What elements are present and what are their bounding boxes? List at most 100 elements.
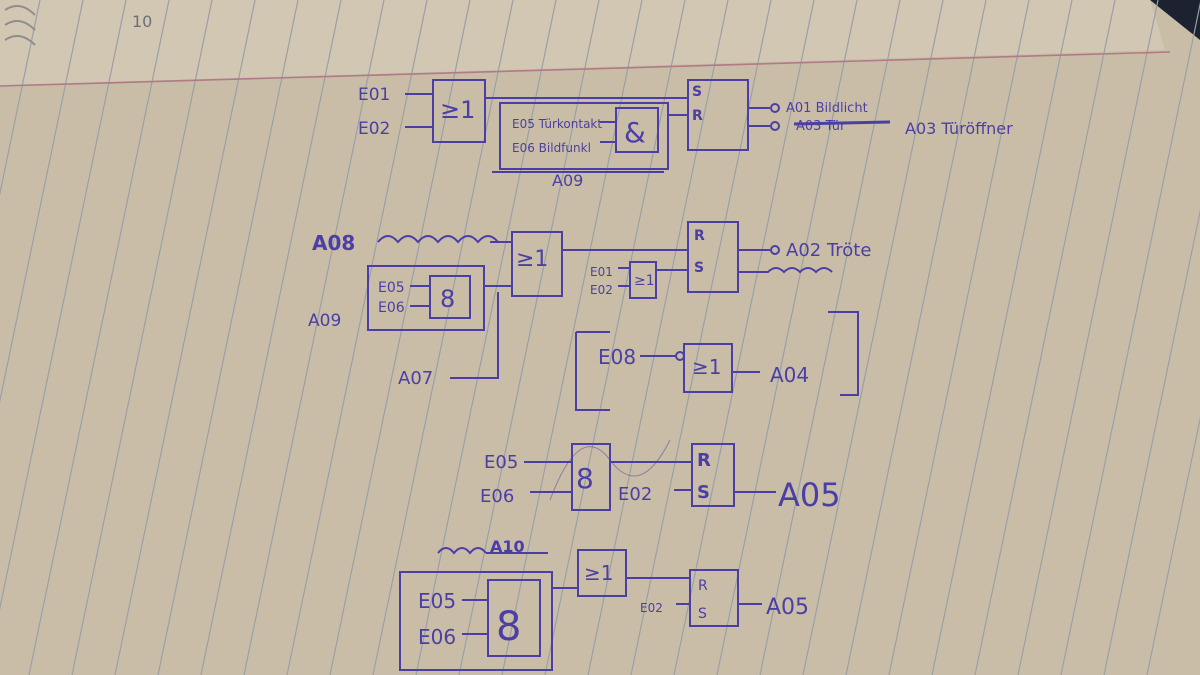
paper-top-strip bbox=[0, 0, 1165, 85]
ruled-line bbox=[0, 0, 127, 611]
row1-and-gate-box bbox=[615, 107, 659, 153]
row4-input-b: E06 bbox=[480, 486, 514, 507]
row2-and-gate-box bbox=[429, 275, 471, 319]
ruled-line bbox=[1060, 1, 1200, 675]
margin-line bbox=[0, 51, 1171, 87]
row5-outer-box bbox=[399, 571, 553, 671]
row2-rs-set-label: S bbox=[694, 260, 704, 276]
row2-or-gate-symbol: ≥1 bbox=[516, 247, 548, 272]
ruled-line bbox=[802, 0, 944, 675]
row3-output: A04 bbox=[770, 363, 809, 387]
row2-input-mid-b: E06 bbox=[378, 300, 405, 316]
row5-rs-box bbox=[689, 569, 739, 627]
row3-bracket bbox=[828, 311, 859, 396]
ruled-line bbox=[1017, 0, 1159, 675]
row2-a08-scribble bbox=[377, 235, 499, 244]
ruled-line bbox=[587, 0, 729, 675]
ruled-line bbox=[544, 0, 686, 675]
row1-input-a: E01 bbox=[358, 85, 390, 105]
row5-input-a: E05 bbox=[418, 589, 456, 613]
row5-rs-set-label: S bbox=[698, 606, 707, 622]
ruled-line bbox=[458, 0, 600, 675]
row1-output-a: A01 Bildlicht bbox=[786, 101, 868, 116]
ruled-line bbox=[1146, 416, 1200, 675]
row2-input-top: A08 bbox=[312, 231, 355, 255]
row1-and-input-b: E06 Bildfunkl bbox=[512, 141, 591, 155]
row1-or-gate-box bbox=[432, 79, 486, 143]
ruled-line bbox=[286, 0, 428, 675]
row1-input-b: E02 bbox=[358, 119, 390, 139]
row2-a09-group-box bbox=[367, 265, 485, 331]
row3-or-gate-box bbox=[683, 343, 733, 393]
row2-input-bottom: A07 bbox=[398, 368, 433, 389]
row2-small-input-b: E02 bbox=[590, 283, 613, 297]
row5-reset-input: E02 bbox=[640, 601, 663, 615]
row1-sr-box bbox=[687, 79, 749, 151]
row4-rs-box bbox=[691, 443, 735, 507]
row2-small-input-a: E01 bbox=[590, 265, 613, 279]
row5-or-gate-box bbox=[577, 549, 627, 597]
row5-or-gate-symbol: ≥1 bbox=[584, 561, 613, 585]
ruled-line bbox=[0, 0, 41, 196]
row1-or-gate-symbol: ≥1 bbox=[440, 96, 475, 124]
ruled-line bbox=[157, 0, 299, 675]
row2-group-label: A09 bbox=[308, 311, 341, 331]
row2-small-gate-symbol: ≥1 bbox=[634, 273, 655, 289]
row2-or-gate-box bbox=[511, 231, 563, 297]
row2-struck-output bbox=[738, 267, 833, 274]
ruled-line bbox=[845, 0, 987, 675]
row4-rs-set-label: S bbox=[697, 482, 710, 503]
binding-rings bbox=[4, 5, 36, 46]
row1-a09-group-box bbox=[499, 102, 669, 170]
ruled-line bbox=[1103, 209, 1200, 675]
ruled-line bbox=[415, 0, 557, 675]
row5-and-gate-box bbox=[487, 579, 541, 657]
row5-and-gate-symbol: 8 bbox=[496, 604, 521, 650]
ruled-line bbox=[114, 0, 256, 675]
row1-and-gate-symbol: & bbox=[624, 116, 646, 149]
row3-input: E08 bbox=[598, 345, 636, 369]
ink-text: E01 E02 ≥1 E05 Türkontakt E06 Bildfunkl … bbox=[308, 84, 1013, 650]
row5-input-b: E06 bbox=[418, 625, 456, 649]
ruled-line bbox=[673, 0, 815, 675]
ruled-line bbox=[28, 0, 170, 675]
row1-output-b: A03 Türöffner bbox=[905, 119, 1013, 138]
row1-sr-set-label: S bbox=[692, 84, 702, 100]
ruled-line bbox=[759, 0, 901, 675]
row2-small-or-box bbox=[629, 261, 657, 299]
row2-input-mid-a: E05 bbox=[378, 280, 405, 296]
row4-input-a: E05 bbox=[484, 452, 518, 473]
ink-strokes bbox=[367, 79, 891, 671]
row2-output: A02 Tröte bbox=[786, 240, 871, 261]
row4-rs-reset-label: R bbox=[697, 450, 711, 471]
row3-gate-symbol: ≥1 bbox=[692, 355, 721, 379]
row5-rs-reset-label: R bbox=[698, 578, 708, 594]
ruled-line bbox=[888, 0, 1030, 675]
ruled-line bbox=[0, 0, 84, 404]
row5-output: A05 bbox=[766, 595, 809, 620]
row1-output-b-struck: A03 Tür bbox=[796, 119, 846, 134]
ruled-line bbox=[501, 0, 643, 675]
row4-and-gate-symbol: 8 bbox=[576, 462, 594, 495]
row1-sr-reset-label: R bbox=[692, 108, 703, 124]
row2-rs-reset-label: R bbox=[694, 228, 705, 244]
ruled-line bbox=[243, 0, 385, 675]
page-number: 10 bbox=[132, 12, 152, 31]
row5-input-top: A10 bbox=[490, 537, 525, 556]
row1-group-label: A09 bbox=[552, 171, 583, 190]
ruled-line bbox=[931, 0, 1073, 675]
ruled-line bbox=[372, 0, 514, 675]
row4-and-gate-box bbox=[571, 443, 611, 511]
ruled-line bbox=[974, 0, 1116, 675]
row4-output: A05 bbox=[778, 476, 841, 514]
row2-rs-box bbox=[687, 221, 739, 293]
ruled-line bbox=[716, 0, 858, 675]
ruled-line bbox=[71, 0, 213, 675]
ruled-line bbox=[329, 0, 471, 675]
row2-and-gate-symbol: 8 bbox=[440, 285, 455, 313]
row1-and-input-a: E05 Türkontakt bbox=[512, 117, 602, 131]
row4-reset-input: E02 bbox=[618, 484, 652, 505]
